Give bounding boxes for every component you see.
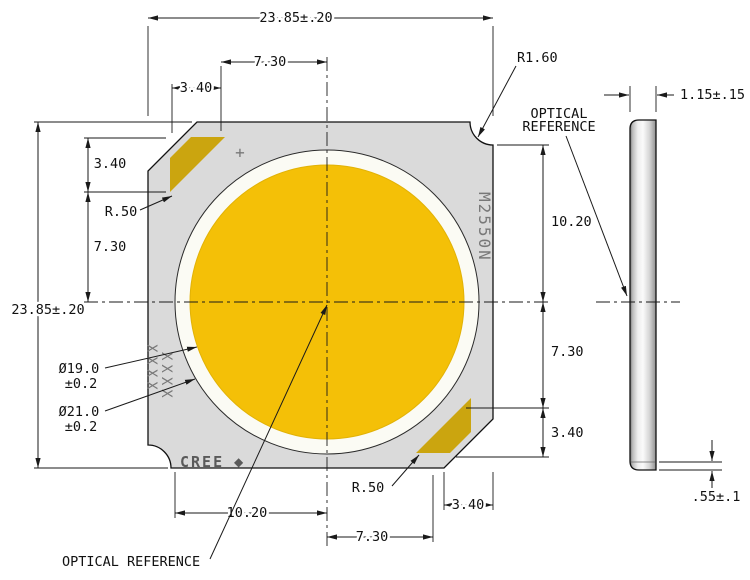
dim-bottom-mid: 7.30	[327, 475, 434, 548]
marking-lot-2: XXXX	[158, 352, 174, 402]
side-body	[629, 119, 657, 471]
dim-right-chamfer: 3.40	[456, 408, 586, 458]
dim-right-chamfer-text: 3.40	[551, 425, 584, 441]
optical-reference-side-line1: OPTICAL	[531, 106, 588, 122]
dim-top-chamfer-text: 3.40	[180, 80, 213, 96]
callout-corner-radius: R1.60	[477, 48, 560, 138]
dim-overall-height-text: 23.85±.20	[11, 302, 84, 318]
marking-lot-1: XXXX	[143, 344, 159, 394]
label-optical-reference-side: OPTICAL REFERENCE	[520, 104, 628, 297]
side-view	[596, 119, 680, 471]
dim-left-center: 7.30	[85, 192, 129, 302]
callout-pad-radius-bottom-text: R.50	[352, 480, 385, 496]
dim-bottom-chamfer: 3.40	[443, 472, 494, 516]
dim-right-upper-text: 10.20	[551, 214, 592, 230]
dim-top-chamfer: 3.40	[171, 78, 221, 133]
cree-logo-text: CREE	[180, 453, 224, 471]
dim-bottom-chamfer-text: 3.40	[452, 497, 485, 513]
cree-logo-diamond-icon: ◆	[234, 455, 244, 469]
callout-diameter-inner-text: Ø19.0	[59, 361, 100, 377]
callout-corner-radius-text: R1.60	[517, 50, 558, 66]
dim-bottom-mid-text: 7.30	[356, 529, 389, 545]
dim-right-mid: 7.30	[466, 302, 586, 409]
dim-top-center-offset: 7.30	[220, 52, 327, 131]
dim-overall-height: 23.85±.20	[9, 121, 192, 469]
dim-top-center-offset-text: 7.30	[254, 54, 287, 70]
polarity-plus-mark: +	[235, 143, 245, 162]
dim-left-center-text: 7.30	[94, 239, 127, 255]
optical-reference-side-line2: REFERENCE	[522, 119, 595, 135]
callout-diameter-inner-tol: ±0.2	[65, 376, 98, 392]
centerlines-front	[84, 57, 551, 546]
dim-right-mid-text: 7.30	[551, 344, 584, 360]
dim-base-thickness-text: .55±.1	[692, 489, 741, 505]
callout-pad-radius-left: R.50	[102, 195, 173, 223]
dim-overall-width: 23.85±.20	[147, 8, 494, 116]
callout-pad-radius-left-text: R.50	[105, 204, 138, 220]
dim-right-upper: 10.20	[497, 144, 594, 302]
dim-bottom-left: 10.20	[174, 472, 327, 524]
callout-pad-radius-bottom: R.50	[349, 454, 420, 499]
callout-optical-reference-front: OPTICAL REFERENCE	[60, 304, 328, 573]
front-view: + M2550N XXXX XXXX CREE ◆	[84, 57, 551, 546]
dim-left-chamfer-text: 3.40	[94, 156, 127, 172]
dim-left-chamfer: 3.40	[84, 137, 166, 193]
dim-thickness: 1.15±.15	[604, 85, 748, 112]
callout-diameter-outer-tol: ±0.2	[65, 419, 98, 435]
dim-bottom-left-text: 10.20	[227, 505, 268, 521]
pad-bottom-right	[416, 398, 471, 453]
pad-top-left	[170, 137, 225, 192]
dim-base-thickness: .55±.1	[659, 440, 743, 508]
callout-diameter-inner: Ø19.0 ±0.2	[56, 346, 198, 395]
callout-diameter-outer-text: Ø21.0	[59, 404, 100, 420]
dim-thickness-text: 1.15±.15	[680, 87, 745, 103]
dim-overall-width-text: 23.85±.20	[259, 10, 332, 26]
marking-model: M2550N	[475, 192, 494, 262]
optical-reference-front-text: OPTICAL REFERENCE	[62, 554, 200, 570]
callout-diameter-outer: Ø21.0 ±0.2	[56, 378, 196, 438]
